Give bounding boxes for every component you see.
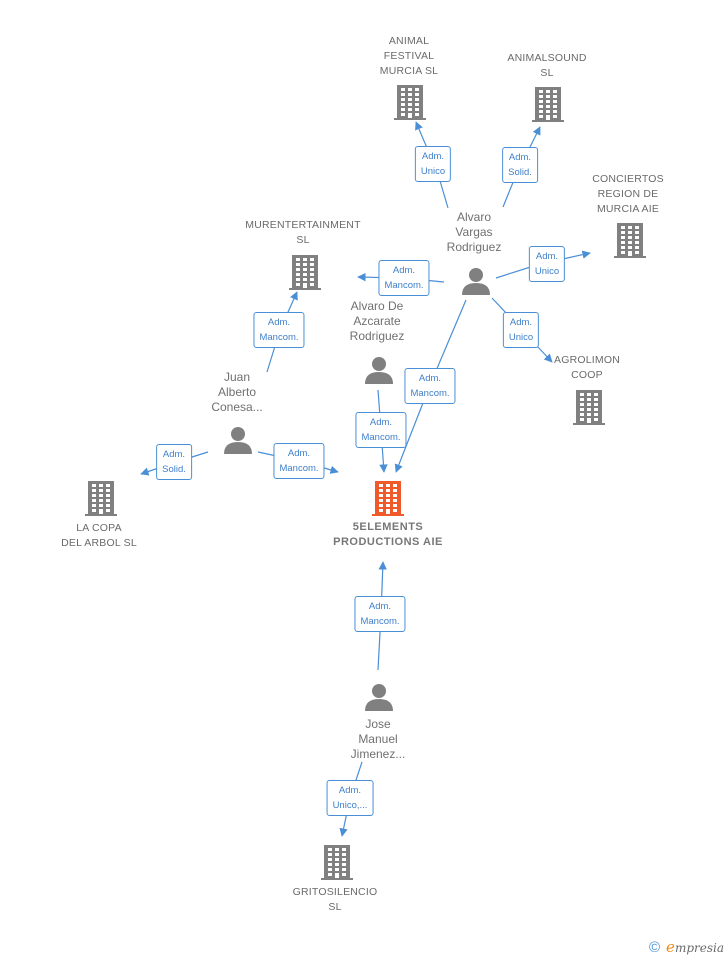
edge-role-label[interactable]: Adm. Mancom. [354,596,406,632]
edge-role-label[interactable]: Adm. Unico [528,246,566,282]
edge-role-label[interactable]: Adm. Mancom. [355,412,407,448]
company-icon[interactable] [573,390,605,425]
edge-role-label[interactable]: Adm. Mancom. [253,312,305,348]
company-icon[interactable] [85,481,117,516]
company-name-animalsound[interactable]: ANIMALSOUND SL [507,52,587,79]
edge-role-label[interactable]: Adm. Mancom. [378,260,430,296]
company-icon[interactable] [321,845,353,880]
company-icon[interactable] [614,223,646,258]
person-name-alvarovargas[interactable]: Alvaro Vargas Rodriguez [446,210,502,254]
edge-role-label[interactable]: Adm. Unico [502,312,540,348]
company-name-animalfestival[interactable]: ANIMAL FESTIVAL MURCIA SL [379,35,439,77]
node-layer [85,85,646,880]
company-name-lacopa[interactable]: LA COPA DEL ARBOL SL [61,522,137,549]
edge-role-label[interactable]: Adm. Unico,... [326,780,374,816]
company-name-gritosilencio[interactable]: GRITOSILENCIO SL [292,886,378,913]
company-name-agrolimon[interactable]: AGROLIMON COOP [554,354,620,381]
person-icon[interactable] [365,684,393,711]
edge-role-label[interactable]: Adm. Solid. [502,147,538,183]
company-name-conciertos[interactable]: CONCIERTOS REGION DE MURCIA AIE [592,173,664,215]
company-icon[interactable] [532,87,564,122]
person-icon[interactable] [462,268,490,295]
person-icon[interactable] [224,427,252,454]
brand-initial: e [666,938,675,956]
edge-role-label[interactable]: Adm. Solid. [156,444,192,480]
person-icon[interactable] [365,357,393,384]
person-name-alvarodeazcarate[interactable]: Alvaro De Azcarate Rodriguez [349,299,405,343]
company-icon[interactable] [394,85,426,120]
edge-role-label[interactable]: Adm. Mancom. [273,443,325,479]
edge-role-label[interactable]: Adm. Mancom. [404,368,456,404]
person-name-juanalberto[interactable]: Juan Alberto Conesa... [211,370,263,414]
company-icon[interactable] [289,255,321,290]
main-company-icon[interactable] [372,481,404,516]
person-name-josemanuel[interactable]: Jose Manuel Jimenez... [350,717,406,761]
copyright-symbol: © [648,938,661,956]
company-name-main[interactable]: 5ELEMENTS PRODUCTIONS AIE [333,521,443,548]
edge-role-label[interactable]: Adm. Unico [414,146,452,182]
brand-logo[interactable]: empresia [666,938,724,956]
footer: © empresia [649,938,724,956]
company-name-murent[interactable]: MURENTERTAINMENT SL [245,219,361,246]
brand-name: mpresia [674,941,724,955]
